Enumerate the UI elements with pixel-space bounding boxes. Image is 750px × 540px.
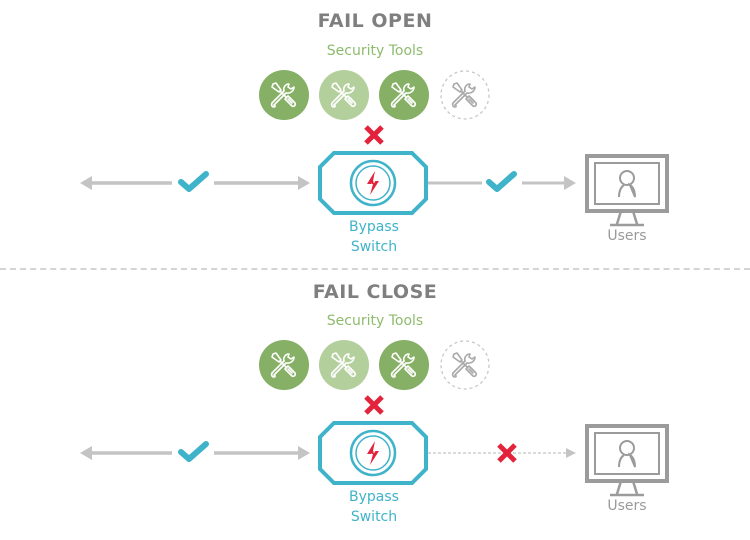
switch-ring-inner [355, 435, 391, 471]
panel-title: FAIL OPEN [317, 10, 433, 32]
bypass-switch [318, 421, 428, 485]
switch-label-line2: Switch [350, 239, 398, 255]
security-tool [259, 340, 309, 390]
user-head-icon [619, 170, 635, 186]
security-tool [440, 340, 490, 390]
wrench-screwdriver-icon [330, 352, 357, 378]
users-label: Users [607, 498, 647, 514]
security-tools-label: Security Tools [326, 43, 424, 59]
lightning-bolt-icon [367, 171, 379, 195]
wrench-screwdriver-icon [270, 352, 297, 378]
security-tool [440, 70, 490, 120]
panel-title: FAIL CLOSE [312, 281, 438, 303]
switch-label-line2: Switch [350, 509, 398, 525]
tool-link-x-mark-icon [364, 395, 384, 415]
arrowhead-left-icon [80, 176, 92, 190]
right-link-x-mark-icon [497, 443, 517, 463]
wrench-screwdriver-icon [270, 82, 297, 108]
users-monitor-icon [585, 424, 669, 497]
security-tool [319, 70, 369, 120]
arrowhead-right-icon [566, 448, 576, 458]
security-tool [259, 70, 309, 120]
tool-link-x-mark-icon [364, 125, 384, 145]
switch-label-line1: Bypass [349, 219, 399, 235]
wrench-screwdriver-icon [451, 82, 478, 108]
users-label: Users [607, 228, 647, 244]
security-tools-group [80, 70, 669, 227]
section-divider [0, 268, 750, 270]
right-link-check-icon [486, 171, 517, 192]
wrench-screwdriver-icon [330, 82, 357, 108]
lightning-bolt-icon [367, 441, 379, 465]
wrench-screwdriver-icon [451, 352, 478, 378]
security-tool [379, 340, 429, 390]
user-body-icon [618, 452, 636, 468]
user-body-icon [618, 182, 636, 198]
security-tools-group [80, 340, 669, 497]
security-tool [379, 70, 429, 120]
arrowhead-right-icon [564, 176, 576, 190]
arrowhead-right-icon [298, 176, 310, 190]
left-link-check-icon [178, 171, 209, 192]
bypass-switch-label: Bypass Switch [324, 217, 424, 257]
arrowhead-left-icon [80, 446, 92, 460]
left-link-check-icon [178, 441, 209, 462]
arrowhead-right-icon [298, 446, 310, 460]
bypass-switch-label: Bypass Switch [324, 487, 424, 527]
switch-label-line1: Bypass [349, 489, 399, 505]
wrench-screwdriver-icon [390, 352, 417, 378]
switch-ring-outer [349, 429, 397, 477]
switch-ring-inner [355, 165, 391, 201]
wrench-screwdriver-icon [390, 82, 417, 108]
switch-ring-outer [349, 159, 397, 207]
security-tool [319, 340, 369, 390]
user-head-icon [619, 440, 635, 456]
bypass-switch [318, 151, 428, 215]
users-monitor-icon [585, 154, 669, 227]
security-tools-label: Security Tools [326, 313, 424, 329]
